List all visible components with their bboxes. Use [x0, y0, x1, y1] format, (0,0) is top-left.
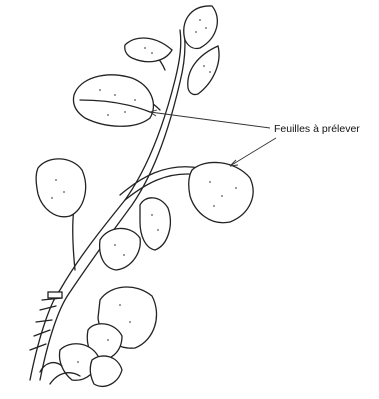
leaf-lower-cluster [60, 287, 157, 386]
annotation-arrow-lower [230, 138, 276, 166]
leaf-middle [140, 198, 170, 250]
leaf-upper-right [188, 46, 219, 95]
leaf-top [184, 6, 218, 49]
leaf-right-large [189, 162, 253, 222]
annotation-label: Feuilles à prélever [274, 123, 360, 135]
bark-texture [30, 298, 62, 350]
leaf-middle-left [100, 228, 141, 270]
leaf-upper-left [125, 38, 172, 62]
leaf-target [73, 75, 153, 126]
side-branch-right [120, 167, 200, 195]
leaf-left [36, 159, 85, 217]
